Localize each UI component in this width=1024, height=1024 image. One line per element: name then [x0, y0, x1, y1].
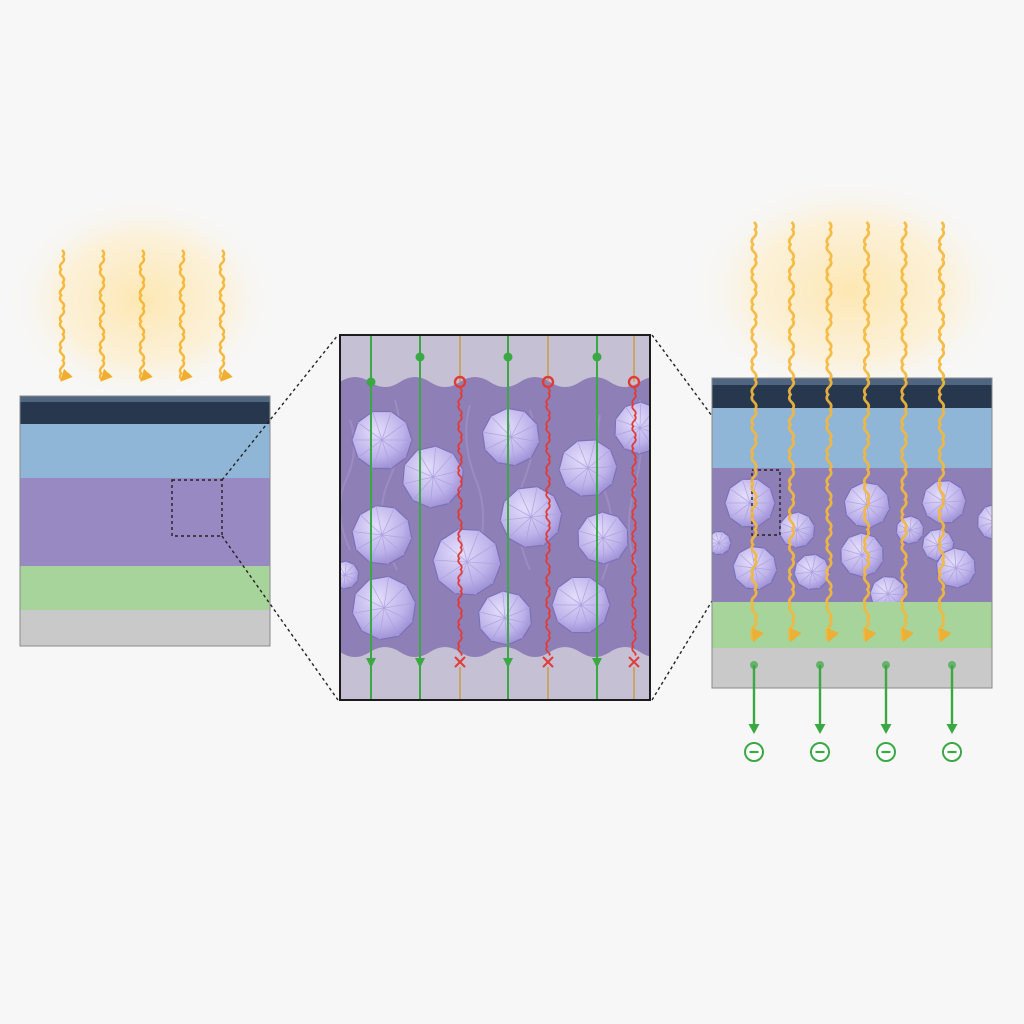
right-zoom-region — [751, 469, 781, 536]
crystal-grain — [732, 545, 778, 591]
right-stack-outline — [711, 377, 993, 689]
right-top-cap-highlight — [712, 378, 992, 385]
minus-circle-icon — [744, 742, 764, 762]
inset-frame — [339, 334, 651, 701]
minus-circle-icon — [876, 742, 896, 762]
right-blue-layer — [712, 408, 992, 468]
crystal-grain — [778, 511, 816, 549]
collected-carrier-path — [503, 335, 513, 700]
left-top-cap-highlight — [20, 396, 270, 402]
left-light-glow — [7, 195, 277, 405]
recombined-carrier-path — [627, 335, 641, 700]
right-gray-layer — [712, 648, 992, 688]
minus-circle-icon — [810, 742, 830, 762]
electron-output — [876, 661, 896, 762]
crystal-grain — [712, 530, 732, 556]
right-light-rays — [750, 221, 952, 643]
crystal-grain — [935, 547, 977, 589]
crystal-grain — [614, 401, 650, 455]
left-blue-layer — [20, 424, 270, 478]
left-light-rays — [58, 249, 233, 382]
left-purple-layer — [20, 478, 270, 566]
crystal-grain — [478, 590, 532, 646]
crystal-grain — [977, 504, 992, 540]
light-ray — [58, 249, 73, 382]
crystal-grain — [724, 478, 776, 528]
cross-icon — [542, 656, 554, 668]
right-electron-outputs — [744, 661, 962, 762]
cross-icon — [628, 656, 640, 668]
crystal-grain — [840, 532, 884, 578]
electron-output — [942, 661, 962, 762]
right-layer-stack — [711, 377, 993, 689]
zoom-inset — [339, 334, 651, 701]
crystal-grain — [432, 528, 502, 596]
crystal-grain — [558, 439, 618, 497]
light-ray — [750, 221, 765, 643]
crystal-grain — [895, 515, 925, 545]
crystal-grain — [340, 560, 360, 590]
light-ray — [862, 221, 877, 643]
left-device — [7, 195, 277, 647]
electron-output — [744, 661, 764, 762]
inset-carrier-paths — [366, 335, 641, 700]
cross-icon — [454, 656, 466, 668]
right-device — [690, 175, 1010, 762]
light-ray — [937, 221, 952, 643]
light-ray — [138, 249, 153, 382]
crystal-grain — [351, 410, 413, 470]
inset-crystals — [340, 401, 650, 646]
light-ray — [825, 221, 840, 643]
left-zoom-region — [171, 479, 223, 537]
right-light-glow — [690, 175, 1010, 405]
collected-carrier-path — [415, 335, 425, 700]
collected-carrier-path — [592, 335, 602, 700]
recombined-carrier-path — [541, 335, 555, 700]
crystal-grain — [793, 553, 831, 591]
light-ray — [900, 221, 915, 643]
left-stack-outline — [19, 395, 271, 647]
crystal-grain — [869, 575, 907, 602]
light-ray — [178, 249, 193, 382]
right-green-layer — [712, 602, 992, 648]
crystal-grain — [577, 511, 629, 565]
light-ray — [787, 221, 802, 643]
crystal-grain — [402, 445, 464, 509]
crystal-grain — [351, 575, 417, 641]
right-crystals — [712, 478, 992, 602]
light-ray — [218, 249, 233, 382]
light-ray — [98, 249, 113, 382]
left-green-layer — [20, 566, 270, 610]
electron-output — [810, 661, 830, 762]
left-gray-layer — [20, 610, 270, 646]
recombined-carrier-path — [453, 335, 467, 700]
collected-carrier-path — [366, 335, 376, 700]
minus-circle-icon — [942, 742, 962, 762]
crystal-grain — [551, 576, 611, 634]
left-zoom-connectors — [221, 334, 339, 701]
left-layer-stack — [19, 395, 271, 647]
